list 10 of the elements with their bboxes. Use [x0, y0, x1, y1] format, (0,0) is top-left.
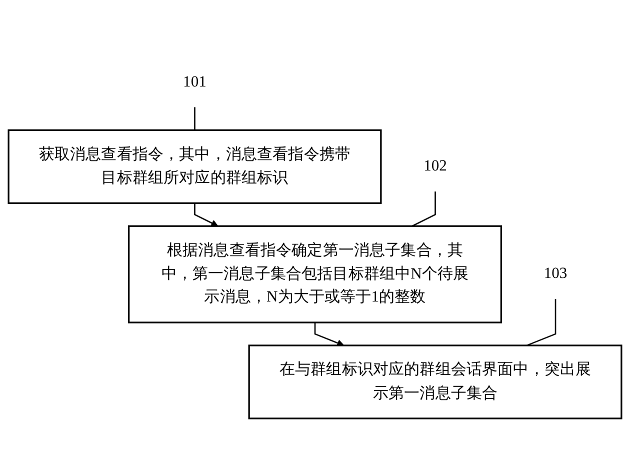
callout-number: 103 — [544, 264, 568, 282]
arrow — [314, 322, 344, 346]
callout-number: 101 — [183, 72, 206, 90]
process-box: 在与群组标识对应的群组会话界面中，突出展示第一消息子集合 — [248, 344, 622, 419]
process-box: 根据消息查看指令确定第一消息子集合，其中，第一消息子集合包括目标群组中N个待展示消息，N为大于或等于1的整数 — [128, 224, 502, 323]
leader-line — [194, 106, 196, 130]
arrow — [194, 202, 218, 226]
leader-line — [412, 190, 436, 226]
process-box: 获取消息查看指令，其中，消息查看指令携带目标群组所对应的群组标识 — [8, 128, 382, 204]
callout-number: 102 — [424, 156, 447, 174]
